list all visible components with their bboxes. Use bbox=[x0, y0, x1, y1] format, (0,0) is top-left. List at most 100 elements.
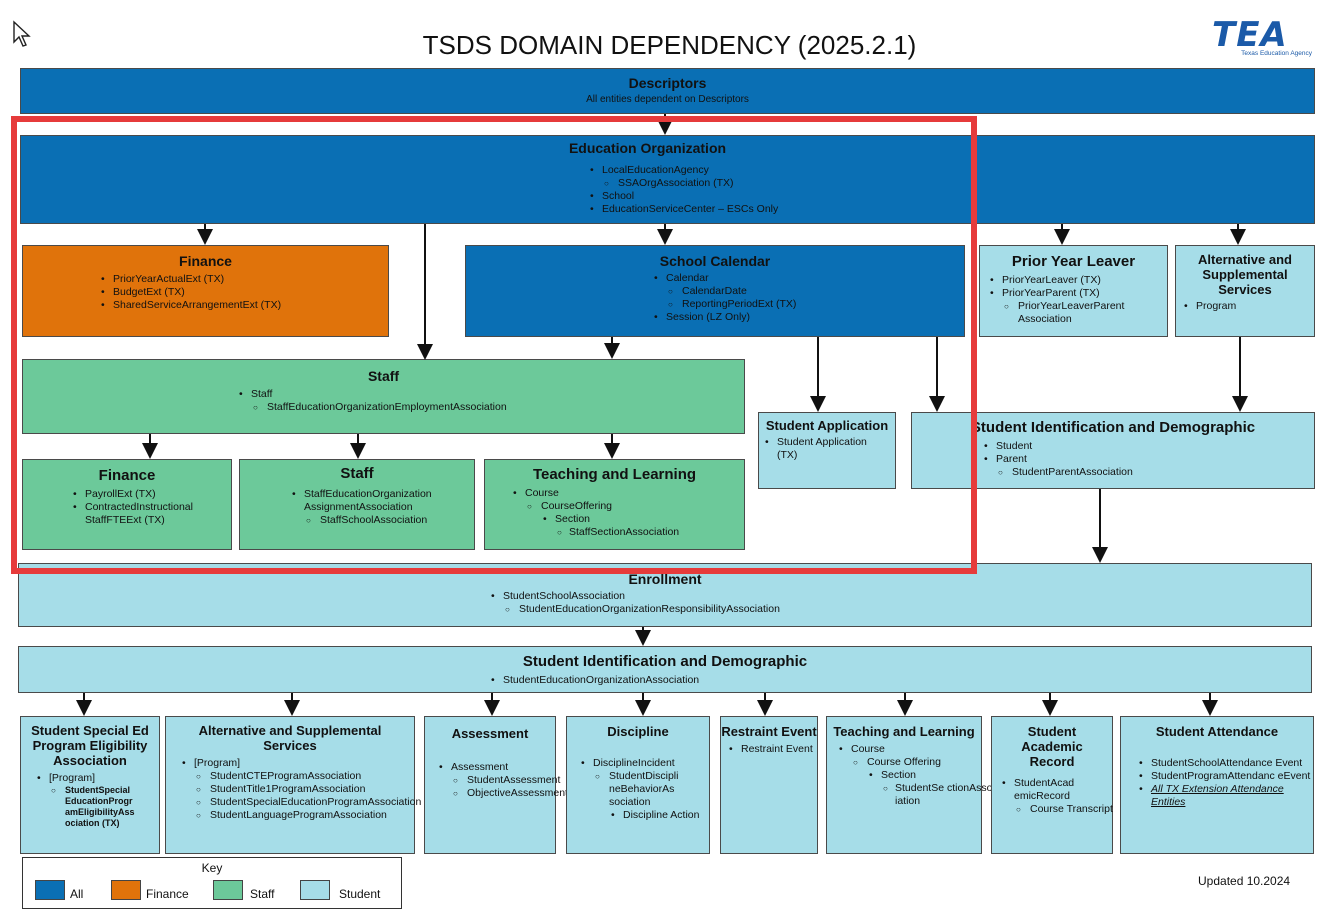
key-label-all: All bbox=[70, 887, 84, 901]
edorg-title-text: Education Organization bbox=[568, 140, 727, 156]
key-swatch-staff bbox=[213, 880, 243, 900]
alt-services-top-title: Alternative and Supplemental Services bbox=[1198, 252, 1292, 297]
list-item: StudentCTEProgramAssociation bbox=[180, 770, 414, 783]
restraint-event-title: Restraint Event bbox=[721, 724, 817, 739]
teaching-learning-staff-title: Teaching and Learning bbox=[532, 466, 697, 483]
key-label-staff: Staff bbox=[250, 887, 275, 901]
student-academic-record-box: Student Academic Record StudentAcad emic… bbox=[991, 716, 1113, 854]
list-item: StudentEducationOrganizationResponsibili… bbox=[489, 603, 1311, 616]
list-item: ObjectiveAssessment bbox=[437, 787, 568, 800]
list-item: StudentEducationOrganizationAssociation bbox=[489, 674, 1311, 687]
key-swatch-all bbox=[35, 880, 65, 900]
alt-services-top-box: Alternative and Supplemental Services Pr… bbox=[1175, 245, 1315, 337]
student-application-box: Student Application Student Application … bbox=[758, 412, 896, 489]
teaching-learning-student-title: Teaching and Learning bbox=[833, 724, 975, 739]
key-title: Key bbox=[201, 861, 223, 875]
list-item: StudentProgramAttendanc eEvent bbox=[1137, 770, 1311, 783]
list-item: DisciplineIncident bbox=[579, 757, 709, 770]
tx-extension-link[interactable]: All TX Extension Attendance Entities bbox=[1137, 783, 1291, 809]
list-item: StaffSectionAssociation bbox=[511, 526, 744, 539]
list-item: ContractedInstructional StaffFTEExt (TX) bbox=[71, 501, 225, 527]
list-item: StudentSpecial EducationProgr amEligibil… bbox=[35, 785, 165, 829]
student-identification-mid-box: Student Identification and Demographic S… bbox=[18, 646, 1312, 693]
list-item: [Program] bbox=[35, 772, 159, 785]
list-item: Session (LZ Only) bbox=[652, 311, 964, 324]
mouse-cursor-icon bbox=[13, 20, 31, 47]
list-item: SharedServiceArrangementExt (TX) bbox=[99, 299, 388, 312]
school-calendar-title: School Calendar bbox=[659, 253, 771, 269]
list-item: StaffSchoolAssociation bbox=[290, 514, 474, 527]
staff-assignment-box: Staff StaffEducationOrganization Assignm… bbox=[239, 459, 475, 550]
updated-date: Updated 10.2024 bbox=[1198, 874, 1291, 888]
list-item: Course bbox=[837, 743, 981, 756]
descriptors-title: Descriptors bbox=[628, 75, 707, 91]
student-application-title: Student Application bbox=[765, 418, 889, 433]
student-special-ed-box: Student Special Ed Program Eligibility A… bbox=[20, 716, 160, 854]
list-item: StaffEducationOrganizationEmploymentAsso… bbox=[237, 401, 744, 414]
list-item: BudgetExt (TX) bbox=[99, 286, 388, 299]
list-item: StudentTitle1ProgramAssociation bbox=[180, 783, 414, 796]
assessment-box: Assessment Assessment StudentAssessment … bbox=[424, 716, 568, 854]
list-item: Assessment bbox=[437, 761, 555, 774]
list-item: Section bbox=[837, 769, 981, 782]
list-item: StudentSe ctionAssoc iation bbox=[837, 782, 1010, 808]
list-item: Section bbox=[511, 513, 744, 526]
list-item: StudentSchoolAssociation bbox=[489, 590, 1311, 603]
list-item: CalendarDate bbox=[652, 285, 964, 298]
list-item: StudentDiscipli neBehaviorAs sociation bbox=[579, 770, 714, 809]
list-item: LocalEducationAgency bbox=[588, 164, 778, 177]
list-item: PriorYearLeaver (TX) bbox=[988, 274, 1167, 287]
list-item: StudentSchoolAttendance Event bbox=[1137, 757, 1311, 770]
list-item: School bbox=[588, 190, 778, 203]
list-item: EducationServiceCenter – ESCs Only bbox=[588, 203, 778, 216]
student-attendance-title: Student Attendance bbox=[1155, 724, 1279, 739]
prior-year-leaver-title: Prior Year Leaver bbox=[1011, 253, 1136, 270]
list-item: StudentParentAssociation bbox=[982, 466, 1314, 479]
list-item: Discipline Action bbox=[579, 809, 718, 822]
list-item: StudentAssessment bbox=[437, 774, 562, 787]
student-identification-mid-title: Student Identification and Demographic bbox=[522, 653, 808, 670]
descriptors-subtitle: All entities dependent on Descriptors bbox=[586, 94, 749, 105]
list-item: Course Offering bbox=[837, 756, 981, 769]
student-identification-top-box: Student Identification and Demographic S… bbox=[911, 412, 1315, 489]
list-item: PriorYearLeaverParent Association bbox=[988, 300, 1148, 326]
teaching-learning-student-box: Teaching and Learning Course Course Offe… bbox=[826, 716, 998, 854]
staff-box: Staff Staff StaffEducationOrganizationEm… bbox=[22, 359, 745, 434]
page-title: TSDS DOMAIN DEPENDENCY (2025.2.1) bbox=[422, 30, 917, 60]
list-item: Parent bbox=[982, 453, 1314, 466]
list-item: Calendar bbox=[652, 272, 964, 285]
student-identification-top-title: Student Identification and Demographic bbox=[970, 419, 1256, 436]
discipline-box: Discipline DisciplineIncident StudentDis… bbox=[566, 716, 710, 854]
list-item: ReportingPeriodExt (TX) bbox=[652, 298, 964, 311]
alt-services-bottom-title: Alternative and Supplemental Services bbox=[198, 723, 382, 753]
list-item: StudentLanguageProgramAssociation bbox=[180, 809, 400, 822]
key-swatch-finance bbox=[111, 880, 141, 900]
finance-staff-title: Finance bbox=[98, 467, 156, 484]
staff-assignment-title: Staff bbox=[340, 465, 374, 482]
restraint-event-box: Restraint Event Restraint Event bbox=[720, 716, 818, 854]
finance-staff-box: Finance PayrollExt (TX) ContractedInstru… bbox=[22, 459, 232, 550]
list-item: SSAOrgAssociation (TX) bbox=[588, 177, 778, 190]
key-label-finance: Finance bbox=[146, 887, 189, 901]
student-attendance-box: Student Attendance StudentSchoolAttendan… bbox=[1120, 716, 1314, 854]
list-item: StudentAcad emicRecord bbox=[1000, 777, 1109, 803]
list-item: Student bbox=[982, 440, 1314, 453]
descriptors-box: Descriptors All entities dependent on De… bbox=[20, 68, 1315, 114]
list-item: Staff bbox=[237, 388, 744, 401]
assessment-title: Assessment bbox=[451, 726, 529, 741]
list-item: PriorYearParent (TX) bbox=[988, 287, 1167, 300]
school-calendar-box: School Calendar Calendar CalendarDate Re… bbox=[465, 245, 965, 337]
list-item: PayrollExt (TX) bbox=[71, 488, 231, 501]
discipline-title: Discipline bbox=[607, 724, 669, 739]
student-academic-record-title: Student Academic Record bbox=[1021, 724, 1083, 769]
legend-key: Key All Finance Staff Student bbox=[22, 857, 402, 909]
list-item: Course bbox=[511, 487, 744, 500]
finance-box: Finance PriorYearActualExt (TX) BudgetEx… bbox=[22, 245, 389, 337]
tea-logo: TEA Texas Education Agency bbox=[1212, 15, 1312, 57]
enrollment-title: Enrollment bbox=[628, 571, 702, 587]
list-item: StaffEducationOrganization AssignmentAss… bbox=[290, 488, 474, 514]
list-item: Course Transcript bbox=[1000, 803, 1125, 816]
prior-year-leaver-box: Prior Year Leaver PriorYearLeaver (TX) P… bbox=[979, 245, 1168, 337]
key-label-student: Student bbox=[339, 887, 381, 901]
